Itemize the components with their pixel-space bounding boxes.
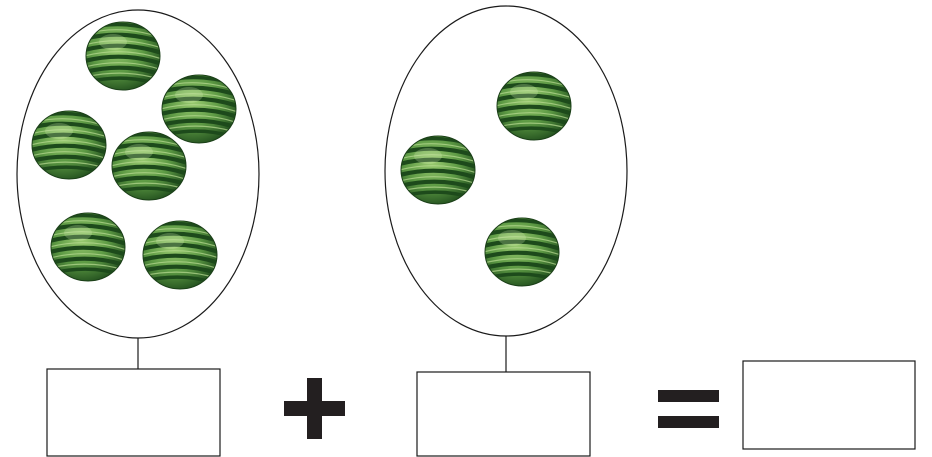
left-count-box[interactable] [46, 368, 221, 457]
left-set-oval-group [16, 9, 260, 339]
plus-sign [284, 378, 345, 439]
sum-box[interactable] [742, 360, 916, 450]
equals-sign [658, 390, 719, 428]
right-count-box[interactable] [416, 371, 591, 457]
right-set-oval-group [384, 5, 628, 337]
